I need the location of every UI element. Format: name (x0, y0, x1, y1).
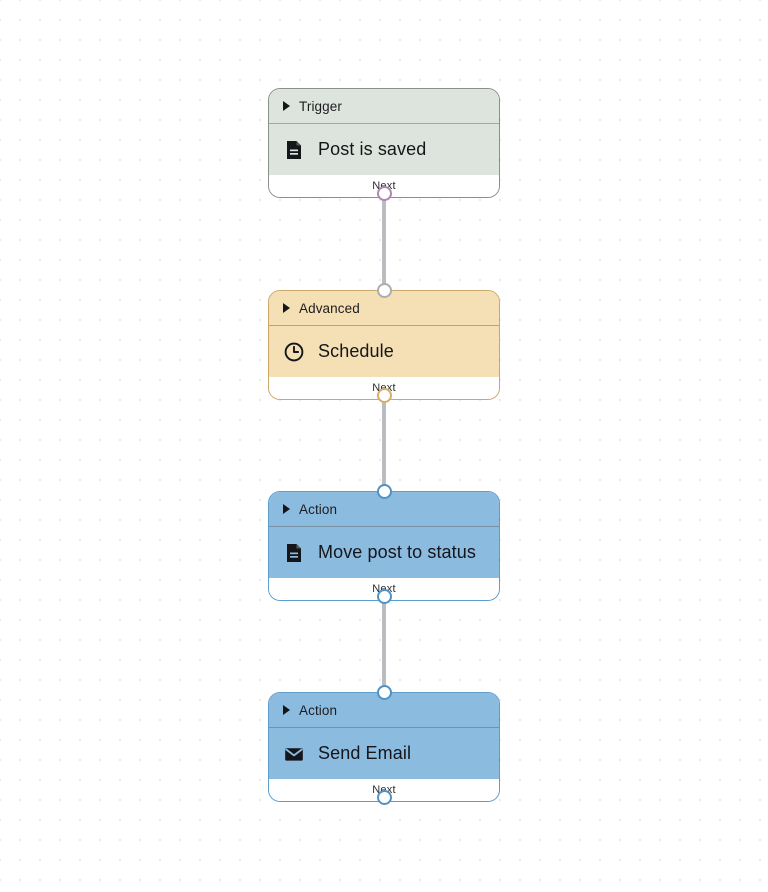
node-title-label: Move post to status (318, 542, 476, 562)
workflow-node-trigger[interactable]: Trigger Post is saved Next (268, 88, 500, 198)
input-port-advanced[interactable] (376, 283, 392, 298)
node-category-label: Trigger (299, 98, 342, 114)
workflow-node-action-move-post[interactable]: Action Move post to status Next (268, 491, 500, 601)
output-port-action-send-email[interactable] (376, 789, 392, 805)
chevron-right-icon[interactable] (283, 101, 290, 111)
node-title-label: Schedule (318, 341, 394, 361)
node-header-action-move-post[interactable]: Action (269, 492, 499, 526)
node-category-label: Advanced (299, 300, 360, 316)
input-port-action-send-email[interactable] (376, 685, 392, 700)
envelope-icon (283, 743, 305, 765)
output-port-action-move-post[interactable] (376, 588, 392, 604)
node-body-trigger[interactable]: Post is saved (269, 123, 499, 175)
node-category-label: Action (299, 501, 338, 517)
document-icon (283, 139, 305, 161)
node-body-action-move-post[interactable]: Move post to status (269, 526, 499, 578)
node-body-advanced[interactable]: Schedule (269, 325, 499, 377)
node-header-advanced[interactable]: Advanced (269, 291, 499, 325)
chevron-right-icon[interactable] (283, 303, 290, 313)
node-header-trigger[interactable]: Trigger (269, 89, 499, 123)
node-category-label: Action (299, 702, 338, 718)
node-body-action-send-email[interactable]: Send Email (269, 727, 499, 779)
input-port-action-move-post[interactable] (376, 484, 392, 499)
chevron-right-icon[interactable] (283, 705, 290, 715)
output-port-trigger[interactable] (376, 185, 392, 201)
workflow-node-advanced[interactable]: Advanced Schedule Next (268, 290, 500, 400)
output-port-advanced[interactable] (376, 387, 392, 403)
clock-icon (283, 341, 305, 363)
chevron-right-icon[interactable] (283, 504, 290, 514)
node-title-label: Post is saved (318, 139, 427, 159)
document-icon (283, 542, 305, 564)
node-title-label: Send Email (318, 743, 412, 763)
workflow-node-action-send-email[interactable]: Action Send Email Next (268, 692, 500, 802)
